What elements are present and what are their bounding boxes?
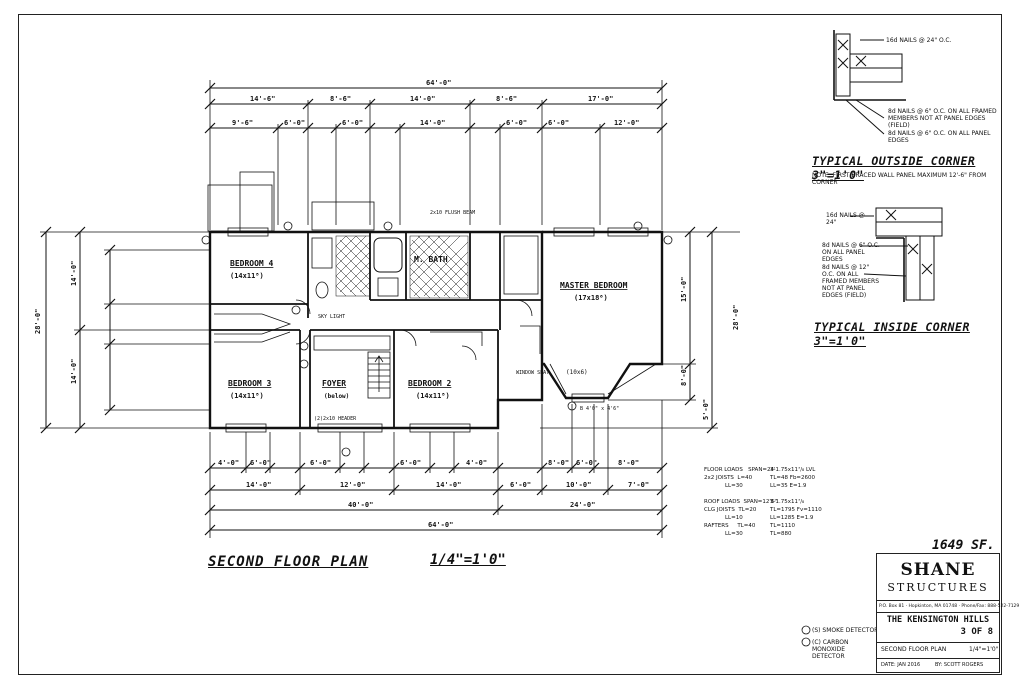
dim-left-overall: 28'-0" (34, 309, 42, 334)
dim-bot1-3: 6'-0" (310, 459, 331, 467)
drawing-title: SECOND FLOOR PLAN (208, 554, 369, 570)
outside-corner-callout-1: 16d NAILS @ 24" O.C. (886, 37, 952, 44)
project-name: THE KENSINGTON HILLS (886, 615, 990, 625)
tb-drawing-name: SECOND FLOOR PLAN (881, 646, 947, 653)
dim-right-overall: 28'-0" (732, 305, 740, 330)
note-header: (2)2x10 HEADER (314, 416, 357, 422)
dim-row2-7: 12'-0" (614, 119, 639, 127)
room-bedroom3-label: BEDROOM 3 (228, 379, 272, 388)
dim-right-3: 5'-0" (702, 399, 710, 420)
dim-row2-5: 6'-0" (506, 119, 527, 127)
dim-top-4: 8'-6" (496, 95, 517, 103)
inside-corner-detail (850, 207, 943, 302)
dim-left-1: 14'-0" (70, 261, 78, 286)
room-bedroom4-label: BEDROOM 4 (230, 259, 274, 268)
dim-top-5: 17'-0" (588, 95, 613, 103)
dim-bot1-7: 6'-0" (576, 459, 597, 467)
dim-row2-4: 14'-0" (420, 119, 445, 127)
dim-row2-6: 6'-0" (548, 119, 569, 127)
dim-bot1-1: 4'-0" (218, 459, 239, 467)
dim-left-2: 14'-0" (70, 359, 78, 384)
legend-co: (C) CARBON MONOXIDE DETECTOR (812, 639, 849, 660)
note-skylight: SKY LIGHT (318, 314, 345, 320)
dim-right-1: 15'-0" (680, 277, 688, 302)
inside-corner-title: TYPICAL INSIDE CORNER 3"=1'0" (814, 320, 970, 348)
company-logo-line1: SHANE (900, 560, 976, 580)
tb-date: DATE: JAN 2016 (881, 662, 921, 668)
outside-corner-detail (833, 30, 906, 135)
outside-corner-note: NOTE: FIRST BRACED WALL PANEL MAXIMUM 12… (812, 172, 987, 186)
dim-top-2: 8'-6" (330, 95, 351, 103)
dim-row2-3: 6'-0" (342, 119, 363, 127)
legend-smoke: (S) SMOKE DETECTOR (812, 627, 879, 634)
note-bay-window: B 4'0" x 4'6" (580, 406, 619, 412)
note-window-seat: WINDOW SEAT (516, 370, 549, 376)
dim-overall-bottom: 64'-0" (428, 521, 453, 529)
load-schedule-right: 3-1.75x11⁷/₈ LVL TL=48 Fb=2600 LL=35 E=1… (770, 467, 822, 537)
dim-right-2: 8'-0" (680, 365, 688, 386)
outside-corner-title: TYPICAL OUTSIDE CORNER 3"=1'0" (812, 154, 976, 182)
inside-corner-callout-1: 16d NAILS @ 24" (826, 212, 865, 226)
dim-bot3-2: 24'-0" (570, 501, 595, 509)
room-mbath-label: M. BATH (414, 255, 448, 264)
drawing-scale: 1/4"=1'0" (430, 552, 506, 568)
dim-bot1-6: 8'-0" (548, 459, 569, 467)
room-bedroom2-size: (14x11⁸) (416, 392, 450, 400)
dim-overall-top: 64'-0" (426, 79, 451, 87)
note-bay: (10x6) (566, 369, 588, 376)
dim-bot1-2: 6'-0" (250, 459, 271, 467)
company-address: P.O. Box 81 · Hopkinton, MA 01748 · Phon… (879, 604, 1020, 609)
sheet-number: 3 OF 8 (960, 627, 993, 637)
dim-bot1-8: 8'-0" (618, 459, 639, 467)
tb-scale: 1/4"=1'0" (969, 646, 999, 653)
tb-drawn-by: BY: SCOTT ROGERS (935, 662, 984, 668)
room-bedroom2-label: BEDROOM 2 (408, 379, 452, 388)
dim-top-3: 14'-0" (410, 95, 435, 103)
inside-corner-callout-2: 8d NAILS @ 6" O.C. ON ALL PANEL EDGES (822, 242, 880, 263)
sheet-border (18, 14, 1002, 675)
dim-bot2-2: 12'-0" (340, 481, 365, 489)
title-block: SHANE STRUCTURES P.O. Box 81 · Hopkinton… (876, 553, 1020, 673)
outside-corner-callout-2: 8d NAILS @ 6" O.C. ON ALL FRAMED MEMBERS… (888, 108, 997, 129)
note-flush-beam: 2x10 FLUSH BEAM (430, 210, 475, 216)
room-foyer-size: (below) (324, 393, 349, 400)
inside-corner-callout-3: 8d NAILS @ 12" O.C. ON ALL FRAMED MEMBER… (822, 264, 880, 299)
dim-bot1-5: 4'-0" (466, 459, 487, 467)
square-footage: 1649 SF. (932, 538, 995, 553)
dim-row2-2: 6'-0" (284, 119, 305, 127)
dim-bot1-4: 6'-0" (400, 459, 421, 467)
dim-bot2-4: 6'-0" (510, 481, 531, 489)
dim-bot2-1: 14'-0" (246, 481, 271, 489)
dim-bot2-5: 10'-0" (566, 481, 591, 489)
room-master-size: (17x18⁶) (574, 294, 608, 302)
dim-bot3-1: 40'-0" (348, 501, 373, 509)
dim-bot2-3: 14'-0" (436, 481, 461, 489)
dim-top-1: 14'-6" (250, 95, 275, 103)
room-foyer-label: FOYER (322, 379, 346, 388)
outside-corner-callout-3: 8d NAILS @ 6" O.C. ON ALL PANEL EDGES (888, 130, 991, 144)
company-logo-line2: STRUCTURES (887, 581, 989, 594)
dim-row2-1: 9'-6" (232, 119, 253, 127)
load-schedule-left: FLOOR LOADS SPAN=24' 2x2 JOISTS L=40 LL=… (704, 467, 777, 537)
room-bedroom3-size: (14x11⁸) (230, 392, 264, 400)
dim-bot2-6: 7'-0" (628, 481, 649, 489)
room-bedroom4-size: (14x11⁸) (230, 272, 264, 280)
room-master-label: MASTER BEDROOM (560, 281, 628, 290)
